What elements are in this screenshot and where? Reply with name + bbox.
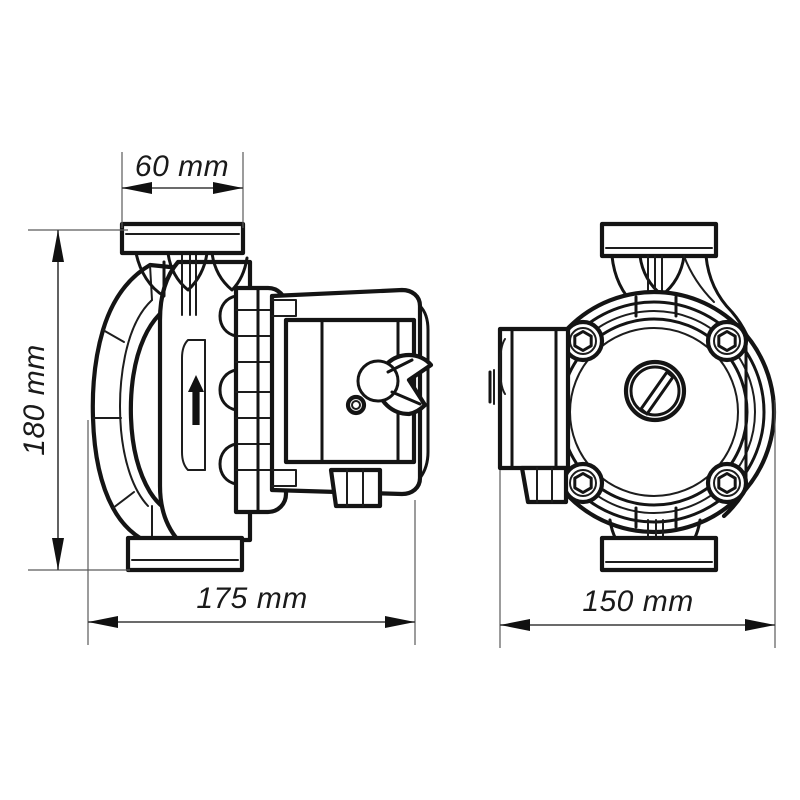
dimension-label-180mm: 180 mm (18, 344, 51, 455)
center-slotted-screw[interactable] (623, 359, 687, 423)
top-neck (134, 251, 249, 316)
arrow-left-175mm (88, 616, 118, 628)
side-view-group (90, 221, 434, 573)
arrow-right-60mm (213, 182, 243, 194)
dimension-label-175mm: 175 mm (196, 582, 307, 615)
indicator-screw (345, 394, 367, 416)
arrow-bottom-180mm (52, 538, 64, 570)
dimension-175mm: 175 mm (87, 420, 416, 645)
arrow-top-180mm (52, 230, 64, 262)
bottom-flange (125, 535, 245, 573)
flange-notches (634, 295, 678, 529)
dimension-label-60mm: 60 mm (135, 150, 229, 183)
dimension-180mm: 180 mm (18, 229, 130, 571)
dimension-150mm: 150 mm (499, 400, 776, 648)
bolt-boss-bottom-left (561, 461, 605, 505)
front-top-flange (599, 221, 719, 259)
dimension-60mm: 60 mm (121, 150, 244, 228)
front-bottom-flange (599, 535, 719, 573)
top-flange (119, 221, 246, 256)
front-view-group (488, 221, 777, 573)
selector-knob[interactable] (356, 352, 434, 417)
terminal-box (488, 326, 571, 471)
flow-arrow-icon (188, 375, 204, 425)
motor-housing (269, 287, 430, 497)
bolt-boss-bottom-right (705, 461, 749, 505)
dimension-label-150mm: 150 mm (582, 585, 693, 618)
arrow-right-150mm (745, 619, 775, 631)
bolt-boss-top-right (705, 319, 749, 363)
arrow-right-175mm (385, 616, 415, 628)
front-cable-gland (519, 465, 569, 505)
cable-gland (328, 467, 383, 509)
arrow-left-150mm (500, 619, 530, 631)
arrow-left-60mm (122, 182, 152, 194)
